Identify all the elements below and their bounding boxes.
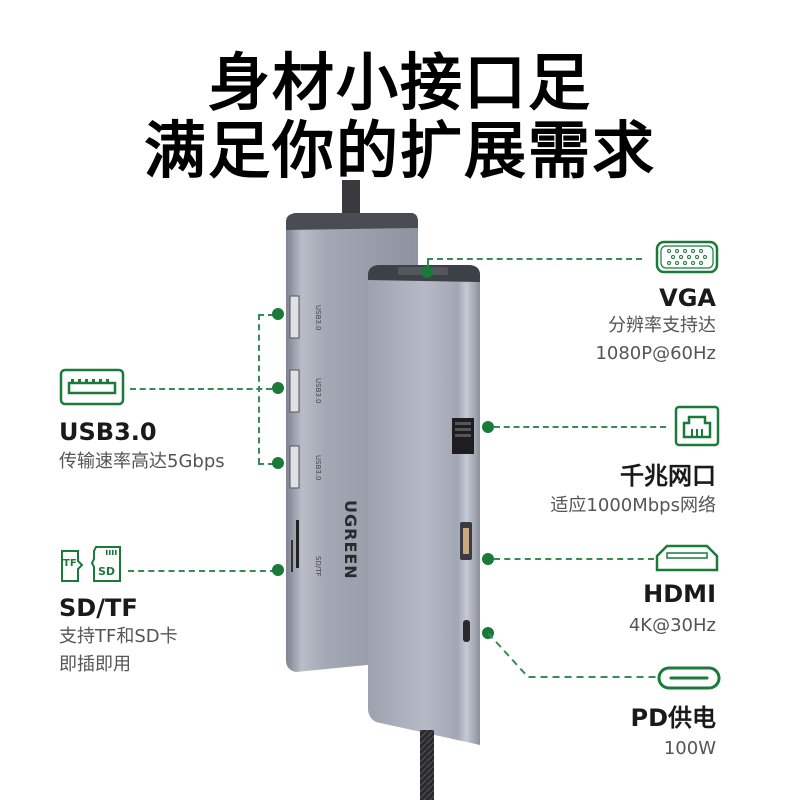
- usb-port-2-marker: [272, 382, 284, 394]
- vga-title: VGA: [659, 284, 716, 312]
- port-label-usb-3: USB3.0: [314, 455, 322, 481]
- ethernet-port-marker: [482, 421, 494, 433]
- usb-desc: 传输速率高达5Gbps: [59, 451, 225, 472]
- usb-bracket-bottom: [258, 463, 274, 465]
- usb-bracket-line: [258, 314, 260, 464]
- usb-title: USB3.0: [59, 418, 157, 446]
- vga-port-icon: [655, 240, 719, 274]
- port-label-sdtf: SD/TF: [314, 556, 322, 577]
- brand-logo: UGREEN: [341, 500, 360, 580]
- pd-title: PD供电: [630, 704, 716, 732]
- sd-tf-card-icon: TF SD: [60, 545, 126, 585]
- hdmi-port-icon: [655, 544, 719, 572]
- headline-line-1: 身材小接口足: [207, 46, 592, 119]
- vga-connector-stem: [427, 258, 429, 270]
- hdmi-connector-line: [494, 558, 654, 560]
- sdtf-port-marker: [272, 564, 284, 576]
- sdtf-desc-line-2: 即插即用: [59, 654, 131, 675]
- vga-desc-line-2: 1080P@60Hz: [595, 343, 716, 364]
- usb-bracket-top: [258, 314, 274, 316]
- port-label-usb-1: USB3.0: [314, 305, 322, 331]
- ethernet-desc: 适应1000Mbps网络: [550, 495, 716, 516]
- hdmi-port-marker: [482, 553, 494, 565]
- usbc-connector-line: [488, 633, 656, 678]
- headline-line-2: 满足你的扩展需求: [143, 114, 656, 187]
- hdmi-desc: 4K@30Hz: [628, 615, 716, 636]
- sdtf-title: SD/TF: [59, 594, 138, 622]
- tf-label: TF: [63, 558, 77, 569]
- usb-c-port-icon: [657, 666, 721, 690]
- usb-port-1-marker: [272, 308, 284, 320]
- usb-connector-line: [130, 388, 272, 390]
- port-label-usb-2: USB3.0: [314, 378, 322, 404]
- ethernet-connector-line: [494, 426, 666, 428]
- vga-port-marker: [421, 266, 433, 278]
- sdtf-desc-line-1: 支持TF和SD卡: [59, 626, 178, 647]
- hdmi-title: HDMI: [643, 580, 716, 608]
- sd-label: SD: [98, 565, 116, 578]
- ethernet-title: 千兆网口: [620, 462, 716, 490]
- ethernet-port-icon: [674, 405, 720, 447]
- usb-port-3-marker: [272, 457, 284, 469]
- pd-desc: 100W: [663, 738, 716, 759]
- vga-connector-line: [427, 258, 642, 260]
- vga-desc-line-1: 分辨率支持达: [608, 315, 716, 336]
- usb-a-port-icon: [59, 368, 125, 406]
- sdtf-connector-line: [128, 570, 276, 572]
